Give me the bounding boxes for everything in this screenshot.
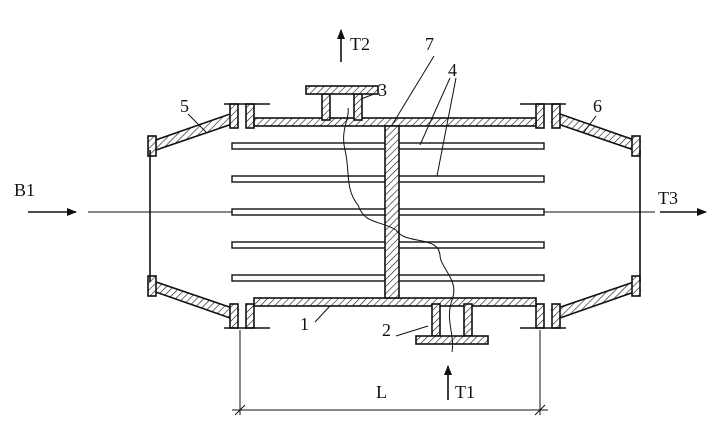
label-b1: B1 [14, 180, 35, 200]
label-3: 3 [378, 80, 387, 100]
left-cone-header [147, 113, 240, 319]
right-cone-header [550, 113, 642, 319]
top-nozzle [305, 85, 379, 121]
label-2: 2 [382, 320, 391, 340]
flow-path [343, 107, 455, 353]
label-t1: T1 [455, 382, 475, 402]
label-4: 4 [448, 60, 457, 80]
baffle-plate [384, 125, 400, 299]
dimension-l [232, 330, 548, 416]
label-1: 1 [300, 314, 309, 334]
leader-lines [187, 55, 597, 337]
label-l: L [376, 382, 387, 402]
label-6: 6 [593, 96, 602, 116]
label-t3: T3 [658, 188, 678, 208]
label-7: 7 [425, 34, 434, 54]
label-5: 5 [180, 96, 189, 116]
flanges [224, 103, 566, 329]
label-t2: T2 [350, 34, 370, 54]
